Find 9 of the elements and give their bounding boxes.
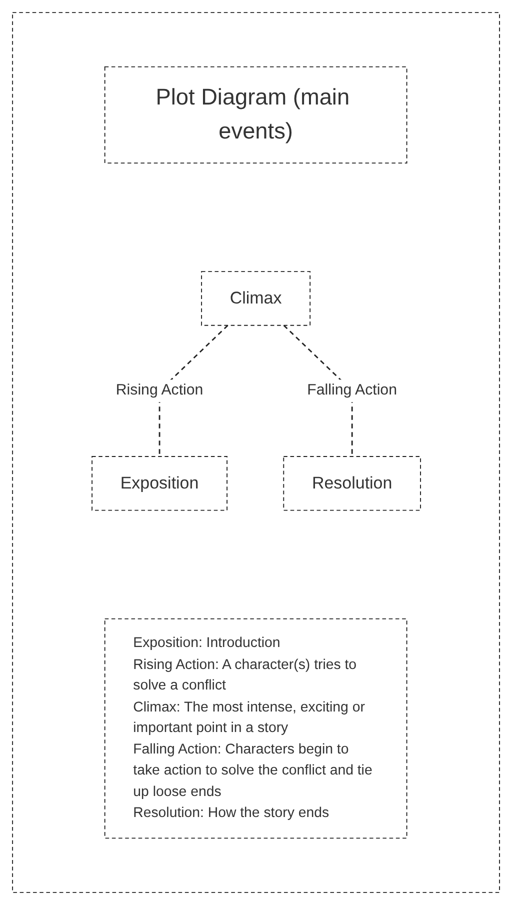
dashed-line: [159, 324, 229, 456]
text-box: Plot Diagram (main events): [104, 66, 408, 164]
edge-label: Falling Action: [308, 382, 398, 398]
notes-box: Exposition: Introduction Rising Action: A character(s) tries to solve a conflict Climax: The most intense, exciting or important point in a story Falling Action: Characters begin to take action to solve the conflict and tie up loose ends Resolution: How the story ends: [104, 618, 408, 839]
text-box: Exposition: [92, 456, 228, 511]
text-box: Resolution: [284, 456, 422, 511]
edge-label: Rising Action: [116, 382, 204, 398]
text-box: Climax: [202, 271, 311, 326]
dashed-line: [284, 324, 354, 456]
